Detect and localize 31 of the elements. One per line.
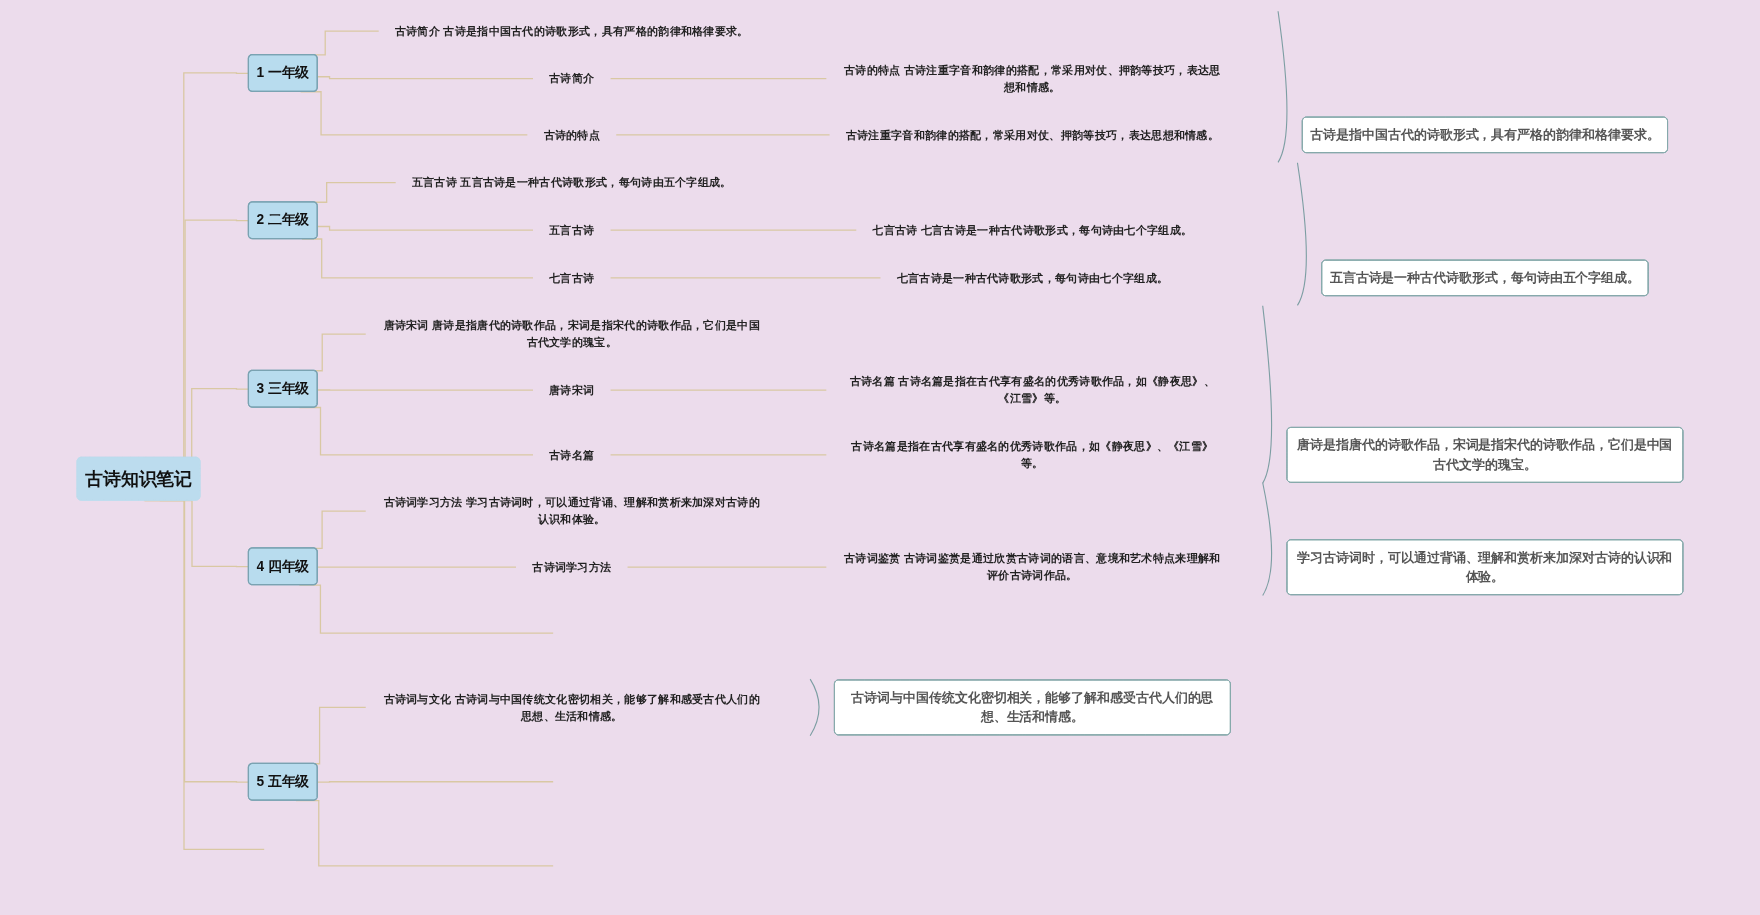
node-text: 古诗词学习方法 学习古诗词时，可以通过背诵、理解和赏析来加深对古诗的认识和体验。: [383, 495, 761, 526]
connector: [615, 134, 831, 136]
connector: [609, 78, 827, 80]
node-text: 古诗名篇: [549, 448, 595, 461]
connector: [317, 225, 534, 231]
node-text: 古诗简介: [549, 71, 595, 85]
node-text: 古诗名篇是指在古代享有盛名的优秀诗歌作品，如《静夜思》、《江雪》等。: [851, 439, 1214, 470]
node-text: 古诗词鉴赏 古诗词鉴赏是通过欣赏古诗词的语言、意境和艺术特点来理解和评价古诗词作品。: [844, 551, 1221, 582]
connector: [609, 454, 827, 456]
node-text: 唐诗宋词 唐诗是指唐代的诗歌作品，宋词是指宋代的诗歌作品，它们是中国古代文学的瑰宝。: [383, 318, 761, 349]
node-text: 古诗的特点 古诗注重字音和韵律的搭配，常采用对仗、押韵等技巧，表达思想和情感。: [844, 63, 1221, 94]
connector: [609, 389, 827, 391]
node-text: 七言古诗: [549, 271, 595, 284]
connector: [609, 277, 882, 279]
node-text: 古诗词与文化 古诗词与中国传统文化密切相关，能够了解和感受古代人们的思想、生活和情感。: [383, 692, 761, 722]
connector: [317, 566, 517, 568]
connector: [317, 781, 554, 783]
node-text: 五言古诗: [549, 223, 595, 237]
node-text: 古诗简介 古诗是指中国古代的诗歌形式，具有严格的韵律和格律要求。: [394, 24, 749, 38]
node-text: 五言古诗 五言古诗是一种古代诗歌形式，每句诗由五个字组成。: [411, 175, 732, 189]
node-text: 七言古诗是一种古代诗歌形式，每句诗由七个字组成。: [896, 271, 1169, 284]
connector: [317, 76, 534, 80]
connector: [317, 389, 534, 391]
node-text: 唐诗宋词: [549, 383, 595, 397]
node-text: 古诗词学习方法: [532, 560, 612, 574]
node-text: 古诗名篇 古诗名篇是指在古代享有盛名的优秀诗歌作品，如《静夜思》、《江雪》等。: [849, 374, 1215, 405]
connector: [609, 229, 857, 231]
node-text: 古诗注重字音和韵律的搭配，常采用对仗、押韵等技巧，表达思想和情感。: [845, 128, 1220, 141]
connector: [626, 566, 827, 568]
node-text: 七言古诗 七言古诗是一种古代诗歌形式，每句诗由七个字组成。: [872, 223, 1193, 237]
node-text: 古诗的特点: [543, 128, 601, 141]
